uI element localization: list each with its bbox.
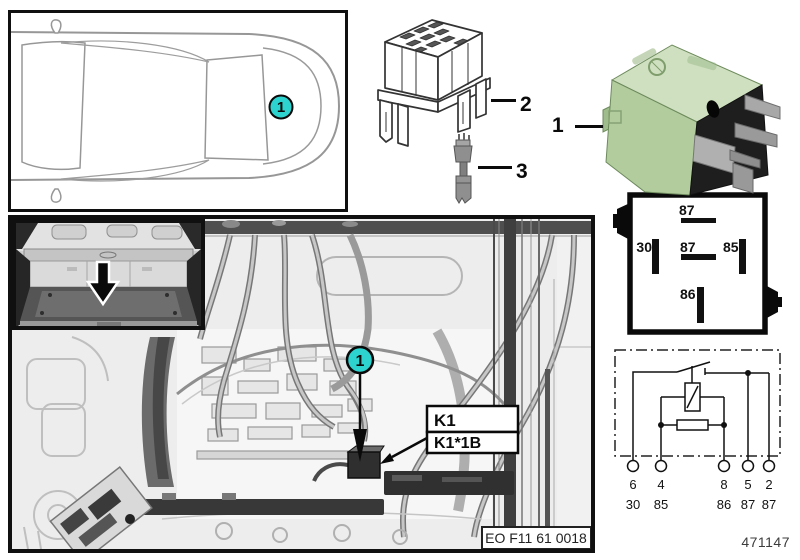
svg-text:87: 87 (762, 497, 776, 512)
inset-frame (12, 219, 205, 330)
callout-car-1[interactable]: 1 (268, 94, 294, 120)
leader-line-pin (478, 166, 512, 169)
latch-right-icon (765, 285, 782, 319)
relay-pin-diagram: 87 30 87 85 86 (613, 192, 782, 335)
mirror-right (50, 188, 62, 203)
relay-k1-in-photo (347, 451, 381, 479)
pin-86-label: 86 (680, 286, 696, 302)
schematic-housing-border (614, 349, 781, 457)
callout-socket-2[interactable]: 2 (520, 93, 532, 116)
rear-window (204, 54, 269, 161)
tailgate-seam (262, 47, 322, 165)
callout-pin-3[interactable]: 3 (516, 160, 528, 183)
module-box (384, 471, 514, 495)
pin-87-center-label: 87 (680, 239, 696, 255)
trunk-photo: K1 K1*1B 1 EO F11 61 0018 (12, 219, 591, 549)
svg-text:1: 1 (356, 353, 365, 370)
callout-relay-1[interactable]: 1 (552, 114, 564, 137)
side-glass-bottom (60, 159, 210, 182)
svg-text:86: 86 (717, 497, 731, 512)
wheel-arch-curve (176, 343, 506, 405)
inset-arrow-icon (85, 260, 121, 307)
wiring-harness (197, 233, 577, 538)
terminal-codes: 30 85 86 87 87 (626, 497, 776, 512)
terminal-circle (717, 459, 731, 473)
relay-pin-blade (732, 162, 754, 194)
car-location-panel: 1 (8, 10, 348, 212)
terminal-circle (741, 459, 755, 473)
pin-86-bar (697, 287, 704, 323)
callout-photo-1[interactable]: 1 (345, 345, 375, 375)
resistor-symbol (676, 419, 709, 431)
relay-schematic: 6 4 8 5 2 30 85 86 87 87 (614, 349, 781, 512)
bmw-roundel (648, 58, 666, 76)
pin-30-label: 30 (636, 239, 652, 255)
svg-text:1: 1 (277, 99, 285, 116)
pin-85-bar (739, 239, 746, 274)
relay-photo (602, 44, 781, 196)
svg-text:EO F11 61 0018: EO F11 61 0018 (485, 530, 587, 546)
pin-30-bar (652, 239, 659, 274)
svg-text:5: 5 (744, 477, 751, 492)
k1-label-text: K1 (434, 411, 456, 430)
pin-87-center-bar (681, 254, 716, 260)
embossed-oval (316, 256, 463, 296)
svg-text:87: 87 (741, 497, 755, 512)
sill-bar (134, 499, 384, 515)
control-unit (49, 465, 153, 549)
relay-pin-blade (744, 94, 781, 120)
k1-leader-arrowhead (380, 453, 394, 464)
photo-stamp: EO F11 61 0018 (481, 526, 591, 549)
pin-87-top-bar (681, 218, 716, 223)
terminal-circle (762, 459, 776, 473)
callout-arrowhead (353, 429, 367, 462)
terminal-circle (654, 459, 668, 473)
svg-text:6: 6 (629, 477, 636, 492)
svg-text:85: 85 (654, 497, 668, 512)
terminal-circle (626, 459, 640, 473)
svg-text:8: 8 (720, 477, 727, 492)
svg-text:4: 4 (657, 477, 664, 492)
side-glass-top (60, 40, 210, 63)
leader-line-socket (491, 99, 516, 102)
trunk-seal-bar (197, 221, 591, 234)
relay-pin-blade (729, 149, 761, 169)
latch-left-icon (613, 203, 630, 240)
pin-85-label: 85 (723, 239, 739, 255)
car-top-view: 1 (11, 19, 341, 203)
k1-1b-label-text: K1*1B (434, 435, 481, 452)
switch-blade (676, 361, 711, 373)
svg-text:2: 2 (765, 477, 772, 492)
socket-and-pin-drawings: 2 3 (377, 19, 532, 204)
windshield (21, 40, 86, 171)
pin-87-top-label: 87 (679, 202, 695, 218)
k1-leader-line (391, 436, 428, 459)
relay-socket-drawing (377, 19, 491, 147)
svg-text:30: 30 (626, 497, 640, 512)
leader-line-relay (575, 125, 603, 128)
trunk-inset-view (12, 219, 205, 330)
terminal-numbers: 6 4 8 5 2 (629, 477, 772, 492)
k1-label-box: K1 K1*1B (425, 404, 520, 455)
trunk-photo-panel: K1 K1*1B 1 EO F11 61 0018 (8, 215, 595, 553)
terminal-pin-drawing (453, 133, 473, 204)
document-number: 471147 (741, 534, 790, 550)
relay-pin-blade (734, 122, 778, 148)
mirror-left (50, 19, 62, 34)
